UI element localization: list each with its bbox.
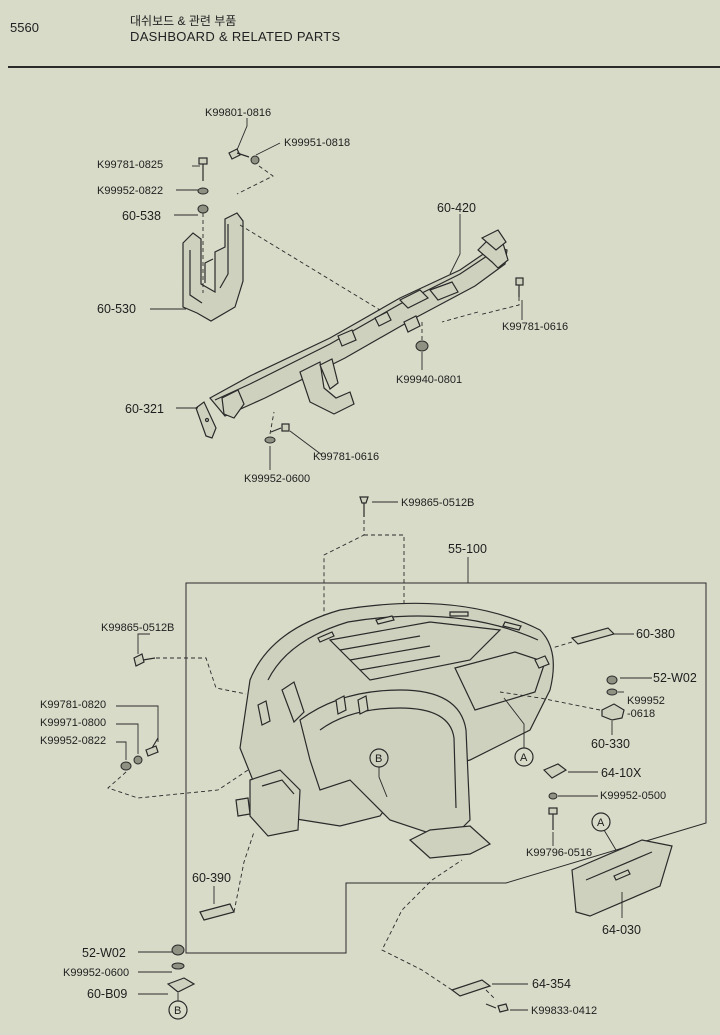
label-k99781-0820: K99781-0820 (40, 699, 106, 711)
label-k99865-0512b-top: K99865-0512B (401, 497, 474, 509)
bolt-k99781-0616-bottom (270, 423, 290, 433)
bracket-60-321 (195, 401, 217, 439)
label-k99833-0412: K99833-0412 (531, 1005, 597, 1017)
label-60-530: 60-530 (97, 302, 136, 316)
label-k99781-0616-bottom: K99781-0616 (313, 451, 379, 463)
label-k99952-0600-left: K99952-0600 (63, 967, 129, 979)
label-k99952-0600-top: K99952-0600 (244, 473, 310, 485)
dashboard-55-100 (235, 602, 554, 859)
label-k99952-0618-b: -0618 (627, 708, 655, 720)
glovebox-64-030 (571, 839, 673, 917)
marker-a-dashboard-letter: A (520, 752, 528, 764)
label-k99971-0800: K99971-0800 (40, 717, 106, 729)
bracket-60-330 (601, 703, 625, 721)
washer-k99952-0822-left (120, 761, 132, 771)
marker-b-bottom (168, 993, 188, 1020)
marker-a-glovebox-letter: A (597, 817, 605, 829)
nut-52-w02-right (606, 675, 618, 685)
label-60-330: 60-330 (591, 737, 630, 751)
page-number: 5560 (10, 20, 39, 35)
washer-k99952-0822-top (197, 187, 209, 195)
washer-k99952-0600-left (171, 962, 185, 970)
nut-60-538 (197, 204, 209, 214)
washer-k99952-0618 (606, 688, 618, 696)
screw-k99865-0512b-left (133, 653, 156, 667)
page-title-korean: 대쉬보드 & 관련 부품 (130, 14, 237, 28)
bolt-k99801-0816 (228, 148, 250, 160)
assembly-box-55-100 (185, 582, 707, 954)
bracket-60-b09 (166, 977, 196, 993)
screw-k99833-0412 (485, 1003, 509, 1013)
bolt-k99781-0616-right (515, 277, 524, 297)
label-k99781-0825: K99781-0825 (97, 159, 163, 171)
trim-60-380 (570, 627, 616, 645)
label-k99952-0822-left: K99952-0822 (40, 735, 106, 747)
label-k99940-0801: K99940-0801 (396, 374, 462, 386)
nut-k99940-0801 (415, 340, 429, 352)
label-60-321: 60-321 (125, 402, 164, 416)
label-60-b09: 60-B09 (87, 987, 127, 1001)
label-60-380: 60-380 (636, 627, 675, 641)
clip-60-390 (199, 903, 235, 921)
marker-b-bottom-letter: B (174, 1005, 181, 1017)
beam-60-420 (209, 229, 509, 419)
label-k99952-0500: K99952-0500 (600, 790, 666, 802)
screw-k99865-0512b-top (359, 496, 369, 517)
nut-52-w02-left (171, 944, 185, 956)
label-k99801-0816: K99801-0816 (205, 107, 271, 119)
label-60-390: 60-390 (192, 871, 231, 885)
label-60-538: 60-538 (122, 209, 161, 223)
bolt-k99781-0825 (198, 157, 208, 181)
label-52-w02-left: 52-W02 (82, 946, 126, 960)
marker-b-dashboard-letter: B (375, 753, 382, 765)
page-title-english: DASHBOARD & RELATED PARTS (130, 29, 341, 44)
label-k99865-0512b-left: K99865-0512B (101, 622, 174, 634)
header-rule (8, 66, 720, 68)
nut-k99951-0818 (250, 155, 260, 165)
label-60-420: 60-420 (437, 201, 476, 215)
latch-64-10x (542, 763, 568, 779)
label-64-354: 64-354 (532, 977, 571, 991)
label-52-w02-right: 52-W02 (653, 671, 697, 685)
marker-a-glovebox (591, 812, 617, 851)
label-k99952-0618-a: K99952 (627, 695, 665, 707)
label-55-100: 55-100 (448, 542, 487, 556)
label-k99951-0818: K99951-0818 (284, 137, 350, 149)
label-64-030: 64-030 (602, 923, 641, 937)
label-k99781-0616-right: K99781-0616 (502, 321, 568, 333)
washer-k99952-0500 (548, 792, 558, 800)
screw-k99796-0516 (548, 807, 558, 830)
bolt-k99781-0820 (145, 737, 159, 757)
washer-k99952-0600-top (264, 436, 276, 444)
bracket-60-530 (182, 212, 244, 322)
label-k99796-0516: K99796-0516 (526, 847, 592, 859)
marker-a-dashboard (503, 697, 534, 767)
bracket-64-354 (450, 979, 492, 997)
label-k99952-0822-top: K99952-0822 (97, 185, 163, 197)
marker-b-dashboard (369, 748, 389, 798)
washer-k99971-0800 (133, 755, 143, 765)
label-64-10x: 64-10X (601, 766, 642, 780)
